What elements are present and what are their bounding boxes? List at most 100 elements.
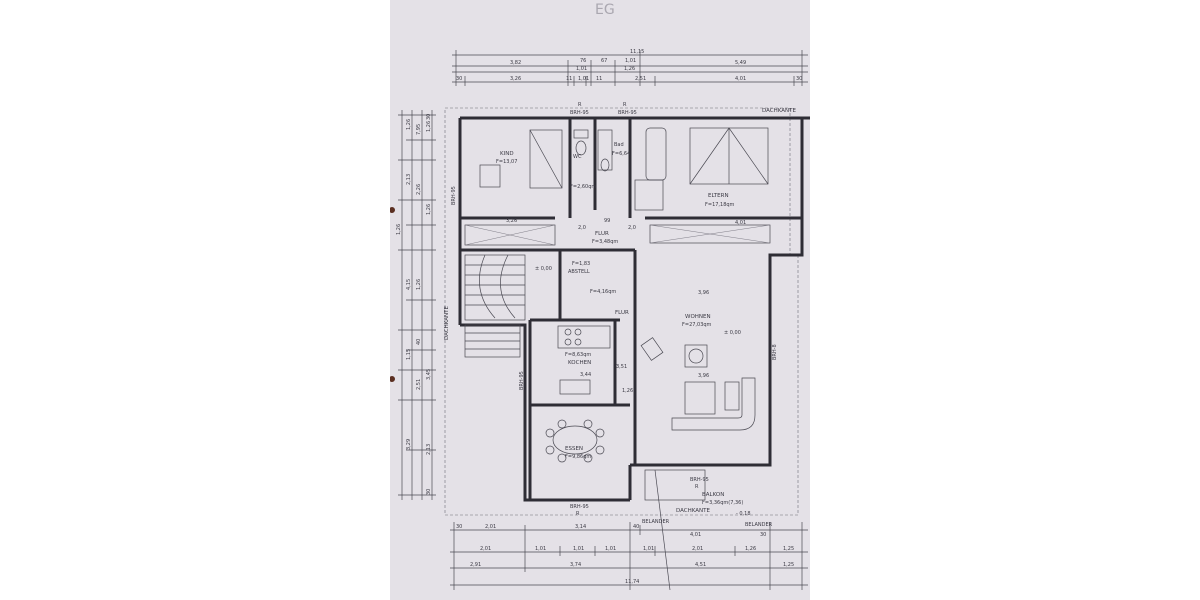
dachkante-left-label: DACHKANTE bbox=[444, 305, 450, 340]
dim-top-r2-2: 11 bbox=[566, 76, 572, 82]
dim-bot-r2-4: 1,01 bbox=[643, 546, 654, 552]
dim-top-overall: 11,15 bbox=[630, 49, 644, 55]
outdoor-steps bbox=[464, 324, 521, 358]
walls bbox=[458, 116, 810, 502]
room-wc-name: WC bbox=[573, 154, 582, 160]
top-dimension-chain: 11,15 3,82 76 67 1,01 5,49 1,01 1,26 30 … bbox=[452, 49, 808, 86]
brh-bottom-3: R bbox=[576, 511, 580, 517]
dim-bot-r2-7: 1,25 bbox=[783, 546, 794, 552]
dim-bot-r2-2: 1,01 bbox=[573, 546, 584, 552]
dim-bot-r3-2: 4,51 bbox=[695, 562, 706, 568]
dim-left-5: 3,29 bbox=[406, 439, 412, 450]
dim-left-4: 1,15 bbox=[406, 349, 412, 360]
bottom-dimension-chain: BELANDER BELANDER 30 2,01 3,14 40 4,01 3… bbox=[450, 519, 808, 590]
binder-hole-top bbox=[390, 207, 395, 213]
wardrobe-kind bbox=[464, 224, 556, 246]
living-chair bbox=[684, 344, 708, 368]
room-kochen-area: F=8,63qm bbox=[565, 352, 591, 358]
dim-bot-r2-5: 2,01 bbox=[692, 546, 703, 552]
dim-left-10: 1,26 bbox=[426, 121, 432, 132]
level-wohnen: ± 0,00 bbox=[724, 330, 741, 336]
misc-width-8: 1,26 bbox=[622, 388, 633, 394]
brh-bottom-1: R bbox=[695, 484, 699, 490]
dim-left-6: 7,95 bbox=[416, 124, 422, 135]
dim-top-r2-1: 3,26 bbox=[510, 76, 521, 82]
room-kochen-name: KOCHEN bbox=[568, 360, 591, 366]
dim-left-14: 30 bbox=[426, 114, 432, 120]
floor-plan-drawing: EG 11,15 3,82 76 67 1,01 5,49 1,01 1,26 … bbox=[390, 2, 810, 591]
level-balkon: - 0,18 bbox=[736, 511, 751, 517]
misc-width-5: 3,96 bbox=[698, 290, 709, 296]
dim-bot-r1-0: 30 bbox=[456, 524, 462, 530]
dim-bot-r3-3: 1,25 bbox=[783, 562, 794, 568]
room-abstell-name: ABSTELL bbox=[568, 269, 590, 275]
misc-width-9: 3,51 bbox=[616, 364, 627, 370]
dim-left-0: 1,26 bbox=[396, 224, 402, 235]
room-balkon-area: F=3,36qm(7,36) bbox=[702, 500, 743, 506]
room-labels: KIND F=13,07 WC F=2,60qm Bad F=6,64 ELTE… bbox=[496, 142, 743, 506]
plan-sheet: EG 11,15 3,82 76 67 1,01 5,49 1,01 1,26 … bbox=[390, 0, 810, 600]
room-wohnen-name: WOHNEN bbox=[685, 314, 711, 320]
dachkante-top-label: DACHKANTE bbox=[762, 108, 797, 114]
kitchen-stove bbox=[557, 325, 611, 349]
dim-left-9: 2,51 bbox=[416, 379, 422, 390]
dim-left-15: 30 bbox=[426, 489, 432, 495]
fixtures bbox=[464, 127, 771, 501]
dim-left-2: 2,13 bbox=[406, 174, 412, 185]
room-bad-name: Bad bbox=[614, 142, 624, 148]
room-eltern-area: F=17,18qm bbox=[705, 202, 735, 208]
room-flur-mid-name: FLUR bbox=[615, 310, 629, 316]
room-essen-name: ESSEN bbox=[565, 446, 583, 452]
dim-bot-r1-3: 40 bbox=[633, 524, 639, 530]
dim-left-8: 1,26 bbox=[416, 279, 422, 290]
dim-top-r1-1: 76 bbox=[580, 58, 586, 64]
dim-bot-r2-0: 2,01 bbox=[480, 546, 491, 552]
dim-top-r2-5: 2,51 bbox=[635, 76, 646, 82]
room-flur-mid-area: F=4,16qm bbox=[590, 289, 616, 295]
dim-left-11: 1,26 bbox=[426, 204, 432, 215]
dim-bot-r1-2: 3,14 bbox=[575, 524, 586, 530]
dim-top-r1-3: 1,01 bbox=[625, 58, 636, 64]
room-balkon-name: BALKON bbox=[702, 492, 724, 498]
room-flur-top-name: FLUR bbox=[595, 231, 609, 237]
dim-left-12: 3,45 bbox=[426, 369, 432, 380]
brh-top-0: R bbox=[578, 102, 582, 108]
dim-bot-r3-1: 3,74 bbox=[570, 562, 581, 568]
misc-width-4: 4,01 bbox=[735, 220, 746, 226]
living-table bbox=[684, 381, 716, 415]
brh-top-1: R bbox=[623, 102, 627, 108]
wardrobe-eltern bbox=[649, 224, 771, 244]
dim-bot-r1-1: 2,01 bbox=[485, 524, 496, 530]
dim-bot-r2-1: 1,01 bbox=[535, 546, 546, 552]
brh-side-2: BRH-95 bbox=[519, 371, 525, 390]
misc-width-1: 99 bbox=[604, 218, 610, 224]
dining-table bbox=[552, 425, 598, 455]
dim-top-r1b-1: 1,26 bbox=[624, 66, 635, 72]
dim-bot-overall: 11,74 bbox=[625, 579, 639, 585]
left-dimension-chain: 1,26 1,26 2,13 4,15 1,15 3,29 7,95 2,26 … bbox=[396, 110, 436, 500]
brh-top-3: BRH-95 bbox=[618, 110, 637, 116]
room-essen-area: F=9,86qm bbox=[565, 454, 591, 460]
room-eltern-name: ELTERN bbox=[708, 193, 729, 199]
dim-top-r2-4: 11 bbox=[596, 76, 602, 82]
staircase bbox=[464, 254, 526, 321]
kind-desk bbox=[479, 164, 501, 188]
annotations: ± 0,00 - 0,18 ± 0,00 R R BRH-95 BRH-95 B… bbox=[451, 102, 778, 517]
room-wc-area: F=2,60qm bbox=[570, 184, 596, 190]
level-stair: ± 0,00 bbox=[535, 266, 552, 272]
dim-bot-r3-0: 2,91 bbox=[470, 562, 481, 568]
dim-top-r1-2: 67 bbox=[601, 58, 607, 64]
dim-top-r2-7: 30 bbox=[796, 76, 802, 82]
dim-left-16: 40 bbox=[416, 339, 422, 345]
corner-mark: EG bbox=[595, 2, 615, 18]
wc-toilet bbox=[575, 140, 587, 156]
room-kind-area: F=13,07 bbox=[496, 159, 517, 165]
brh-bottom-2: BRH-95 bbox=[570, 504, 589, 510]
room-flur-top-area: F=3,48qm bbox=[592, 239, 618, 245]
dim-bot-r1-4: 4,01 bbox=[690, 532, 701, 538]
dim-top-r2-0: 30 bbox=[456, 76, 462, 82]
brh-side-0: BRH-95 bbox=[451, 186, 457, 205]
dim-bot-r1-5: 30 bbox=[760, 532, 766, 538]
misc-width-6: 3,96 bbox=[698, 373, 709, 379]
misc-width-0: 3,26 bbox=[506, 218, 517, 224]
